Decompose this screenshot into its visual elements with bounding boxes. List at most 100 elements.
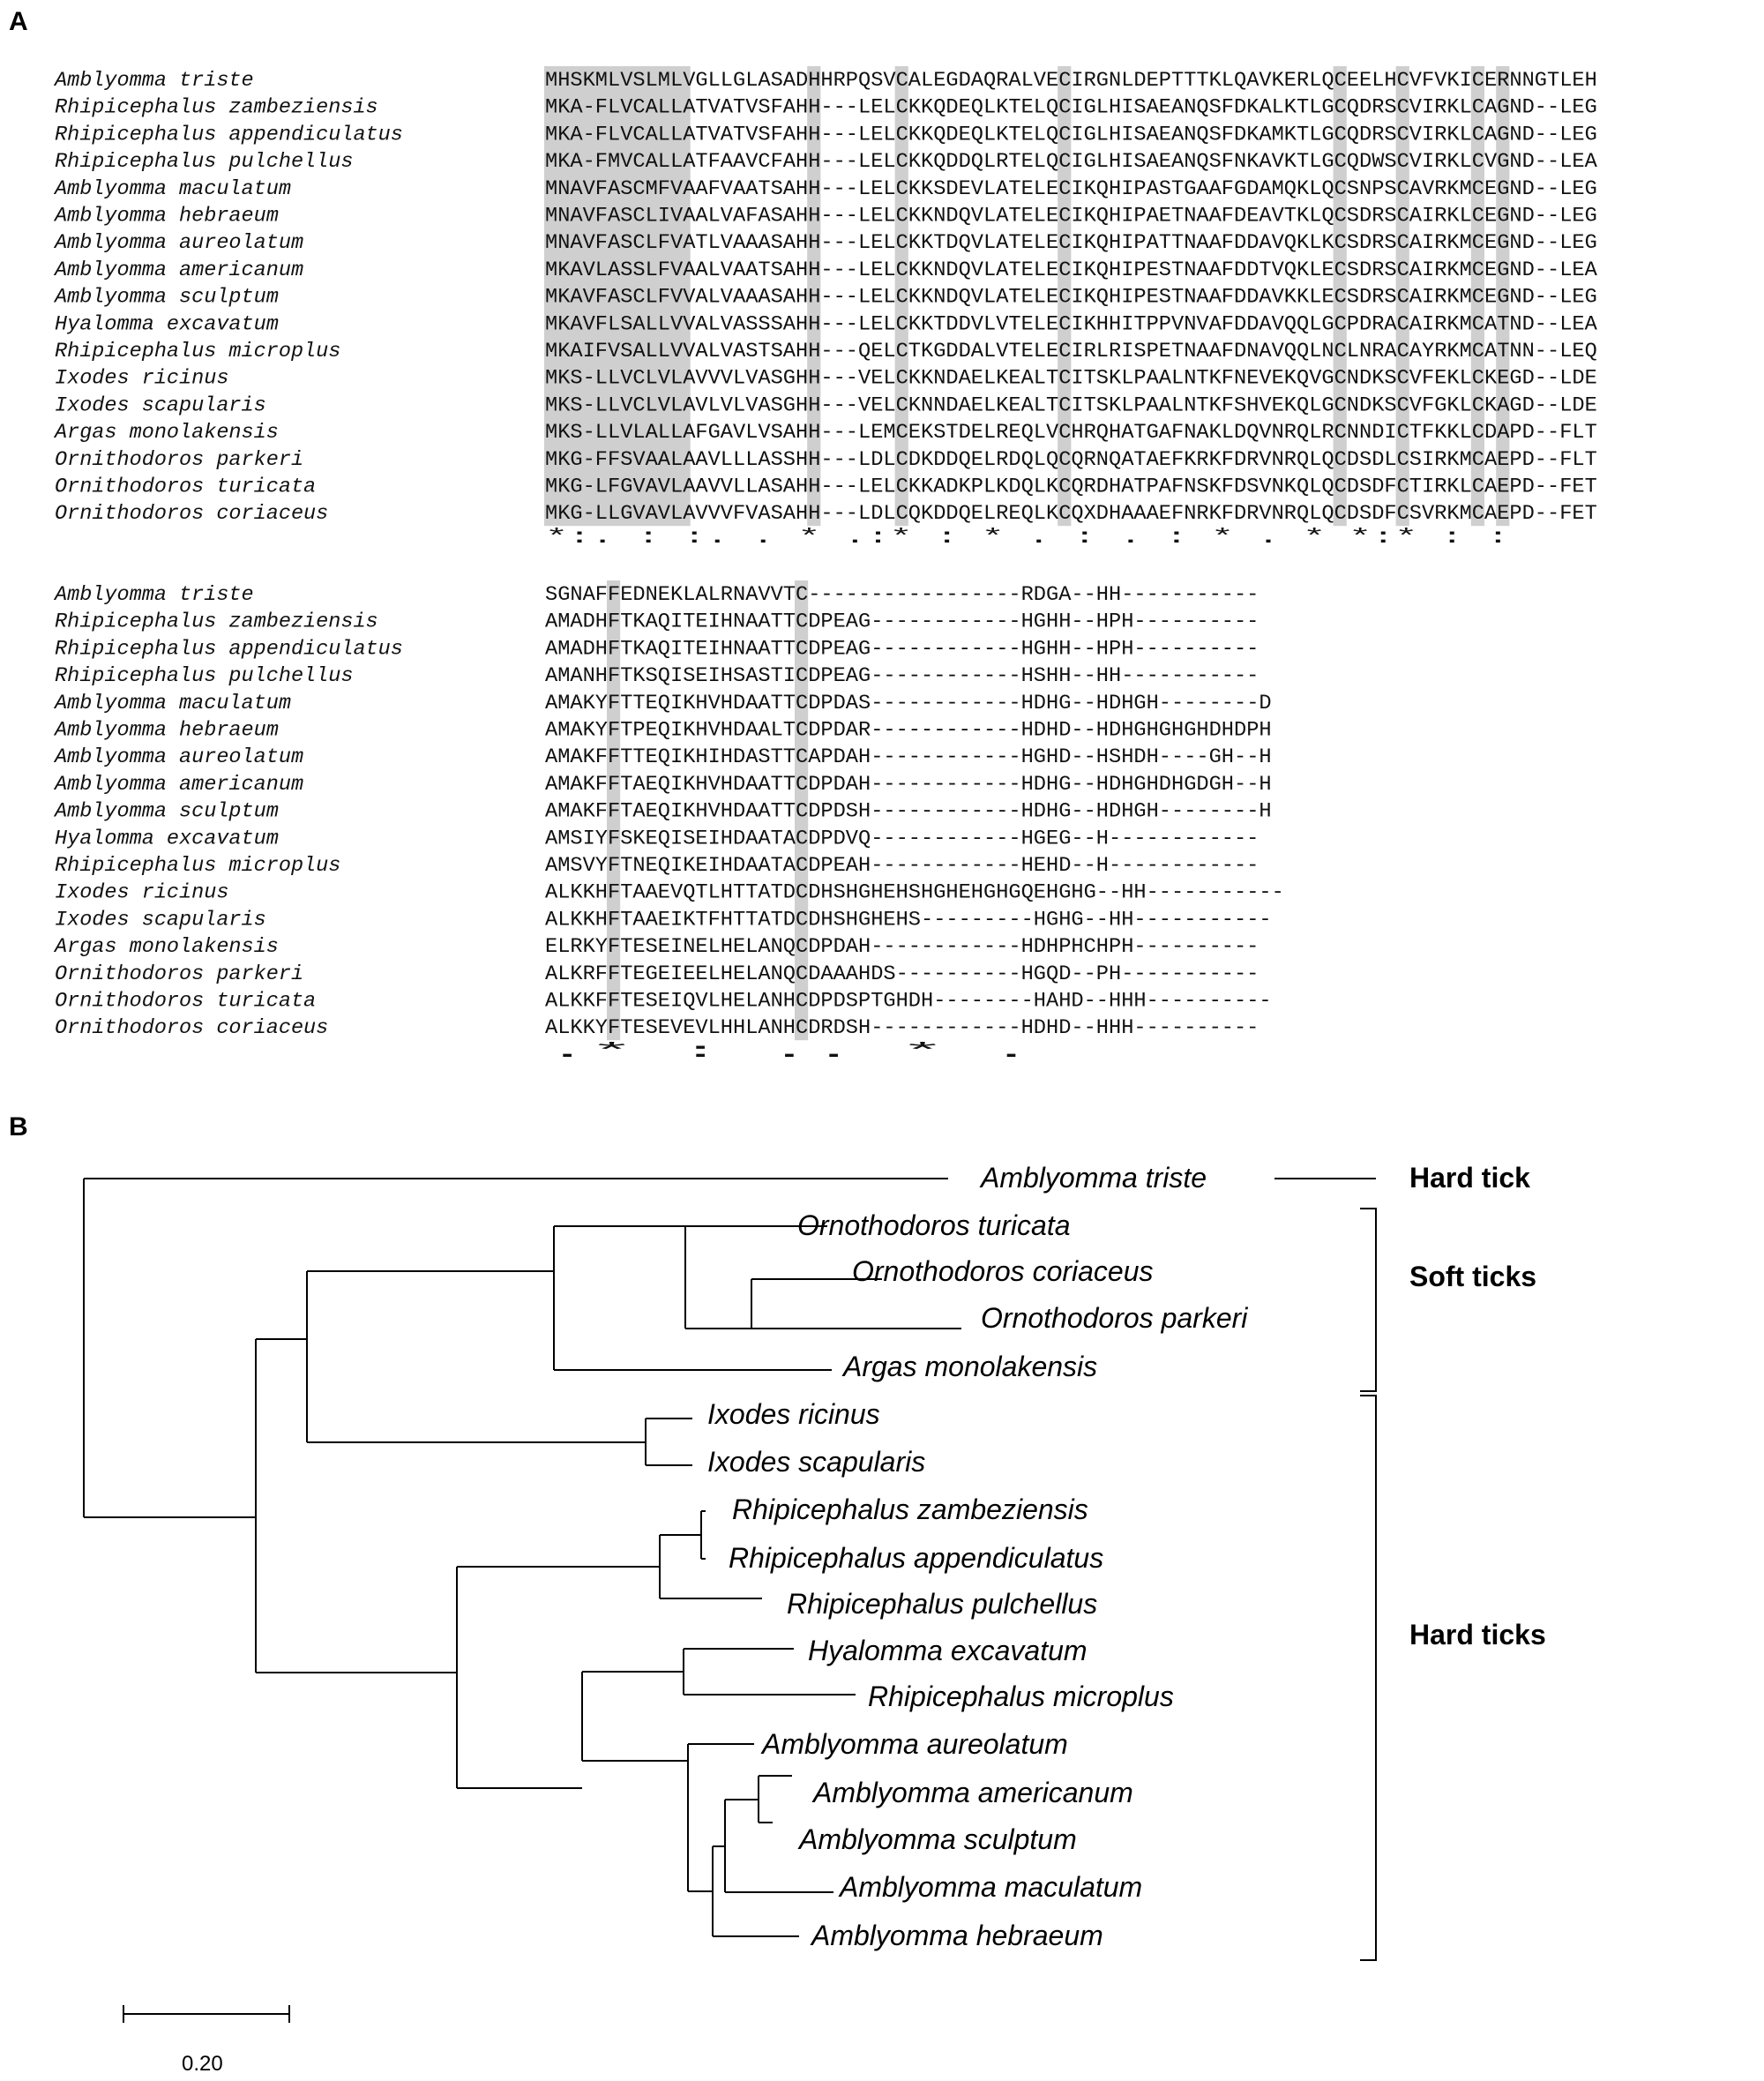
conserved-column-highlight [1496,66,1510,527]
conserved-column-highlight [807,66,821,527]
alignment-sequence: AMADHFTKAQITEIHNAATTCDPEAG------------HG… [545,610,1259,634]
alignment-species-name: Amblyomma aureolatum [53,231,303,255]
taxon-label: Amblyomma triste [979,1162,1207,1194]
alignment-species-name: Amblyomma sculptum [53,800,279,824]
alignment-species-name: Amblyomma americanum [53,258,303,282]
alignment-species-name: Hyalomma excavatum [55,827,279,850]
alignment-sequence: MKAVFASCLFVVALVAAASAHH---LELCKKNDQVLATEL… [545,286,1597,310]
conserved-column-highlight [1058,66,1072,527]
alignment-sequence: MKS-LLVLALLAFGAVLVSAHH---LEMCEKSTDELREQL… [545,421,1597,445]
taxon-label: Argas monolakensis [841,1351,1097,1382]
taxon-label: Ixodes scapularis [707,1446,925,1478]
alignment-sequence: MKA-FLVCALLATVATVSFAHH---LELCKKQDEQLKTEL… [545,123,1597,146]
alignment-sequence: MKAVFLSALLVVALVASSSAHH---LELCKKTDDVLVTEL… [545,312,1598,336]
conserved-column-highlight [894,66,908,527]
alignment-sequence: MNAVFASCMFVAAFVAATSAHH---LELCKKSDEVLATEL… [545,177,1597,201]
alignment-sequence: MNAVFASCLIVAALVAFASAHH---LELCKKNDQVLATEL… [545,205,1597,228]
alignment-species-name: Rhipicephalus appendiculatus [55,123,403,146]
alignment-sequence: AMADHFTKAQITEIHNAATTCDPEAG------------HG… [545,637,1259,661]
alignment-sequence: ALKKFFTESEIQVLHELANHCDPDSPTGHDH--------H… [545,990,1272,1014]
conserved-column-highlight [607,580,621,1041]
alignment-sequence: AMSIYFSKEQISEIHDAATACDPDVQ------------HG… [545,827,1259,850]
alignment-species-name: Ornithodoros parkeri [55,448,303,472]
taxon-label: Amblyomma hebraeum [810,1920,1103,1951]
alignment-sequence: AMANHFTKSQISEIHSASTICDPEAG------------HS… [545,664,1259,688]
alignment-sequence: MKG-LLGVAVLAVVVFVASAHH---LDLCQKDDQELREQL… [545,502,1597,526]
alignment-species-name: Amblyomma triste [53,69,254,93]
group-label-hard-ticks: Hard ticks [1409,1619,1546,1651]
alignment-species-name: Rhipicephalus appendiculatus [55,637,403,661]
conserved-column-highlight [1395,66,1409,527]
alignment-species-name: Ixodes ricinus [55,881,228,905]
alignment-sequence: MKA-FMVCALLATFAAVCFAHH---LELCKKQDDQLRTEL… [545,150,1598,174]
alignment-species-name: Rhipicephalus pulchellus [55,150,353,174]
sequence-alignment: Amblyomma triste MHSKMLVSLMLVGLLGLASADHHR… [53,66,1598,1064]
scale-bar [123,2005,290,2023]
alignment-sequence: AMSVYFTNEQIKEIHDAATACDPEAH------------HE… [545,854,1259,878]
alignment-species-name: Rhipicephalus zambeziensis [55,96,378,120]
alignment-species-name: Amblyomma hebraeum [53,719,279,743]
alignment-species-name: Amblyomma aureolatum [53,745,303,769]
alignment-sequence: MKS-LLVCLVLAVVVLVASGHH---VELCKKNDAELKEAL… [545,367,1597,391]
alignment-species-name: Hyalomma excavatum [55,312,279,336]
group-label-soft-ticks: Soft ticks [1409,1261,1536,1292]
taxon-label: Ornothodoros coriaceus [852,1255,1154,1287]
panel-label-a: A [9,7,28,36]
alignment-species-name: Ixodes scapularis [55,393,266,417]
alignment-species-name: Amblyomma maculatum [53,177,291,201]
conserved-column-highlight [795,580,809,1041]
alignment-species-name: Ornithodoros turicata [55,475,316,499]
taxon-label: Amblyomma aureolatum [760,1728,1068,1760]
phylogenetic-tree [83,1178,961,1937]
alignment-species-name: Argas monolakensis [53,421,279,445]
alignment-consensus: *:. : :. . * .:* : * . : . : * . * *:* :… [545,526,1509,550]
conserved-column-highlight [1470,66,1484,527]
alignment-sequence: AMAKYFTTEQIKHVHDAATTCDPDAS------------HD… [545,692,1272,715]
taxon-label: Rhipicephalus appendiculatus [729,1542,1103,1574]
group-label-hard-tick: Hard tick [1409,1162,1530,1194]
alignment-species-name: Argas monolakensis [53,935,279,959]
alignment-sequence: AMAKFFTAEQIKHVHDAATTCDPDAH------------HD… [545,773,1272,797]
alignment-species-name: Ornithodoros turicata [55,990,316,1014]
alignment-sequence: MKG-LFGVAVLAAVVLLASAHH---LELCKKADKPLKDQL… [545,475,1597,499]
alignment-sequence: ALKKYFTESEVEVLHHLANHCDRDSH------------HD… [545,1016,1259,1040]
alignment-species-name: Rhipicephalus zambeziensis [55,610,378,634]
alignment-species-name: Amblyomma maculatum [53,692,291,715]
alignment-sequence: MKS-LLVCLVLAVLVLVASGHH---VELCKNNDAELKEAL… [545,393,1597,417]
alignment-species-name: Rhipicephalus microplus [55,854,340,878]
alignment-sequence: ALKKHFTAAEVQTLHTTATDCDHSHGHEHSHGHEHGHGQE… [545,881,1284,905]
group-annotations [123,1178,1377,2023]
panel-label-b: B [9,1112,28,1142]
alignment-sequence: MKA-FLVCALLATVATVSFAHH---LELCKKQDEQLKTEL… [545,96,1597,120]
scale-bar-label: 0.20 [182,2052,223,2076]
alignment-species-name: Ixodes scapularis [55,908,266,932]
alignment-sequence: MKAIFVSALLVVALVASTSAHH---QELCTKGDDALVTEL… [545,340,1597,363]
alignment-species-name: Ixodes ricinus [55,367,228,391]
taxon-label: Amblyomma americanum [811,1777,1133,1808]
alignment-sequence: MNAVFASCLFVATLVAAASAHH---LELCKKTDQVLATEL… [545,231,1597,255]
conserved-column-highlight [1333,66,1347,527]
alignment-sequence: AMAKFFTAEQIKHVHDAATTCDPDSH------------HD… [545,800,1272,824]
alignment-species-name: Amblyomma triste [53,583,254,607]
alignment-species-name: Ornithodoros coriaceus [55,1016,328,1040]
taxon-label: Ornothodoros parkeri [981,1302,1248,1334]
alignment-sequence: MHSKMLVSLMLVGLLGLASADHHRPQSVCALEGDAQRALV… [545,69,1597,93]
taxon-label: Rhipicephalus zambeziensis [732,1493,1088,1525]
taxon-label: Amblyomma maculatum [838,1871,1142,1903]
soft-ticks-bracket [1360,1208,1377,1392]
taxon-label: Ixodes ricinus [707,1398,880,1430]
alignment-sequence: SGNAFFEDNEKLALRNAVVTC-----------------RD… [545,583,1259,607]
hard-ticks-bracket [1360,1395,1377,1961]
alignment-species-name: Amblyomma sculptum [53,286,279,310]
alignment-block1-highlights [544,66,1510,527]
alignment-sequence: ELRKYFTESEINELHELANQCDPDAH------------HD… [545,935,1259,959]
alignment-species-name: Amblyomma americanum [53,773,303,797]
alignment-sequence: ALKKHFTAAEIKTFHTTATDCDHSHGHEHS---------H… [545,908,1272,932]
taxon-label: Hyalomma excavatum [808,1635,1088,1666]
alignment-species-name: Ornithodoros coriaceus [55,502,328,526]
taxon-labels: Amblyomma triste Ornothodoros turicata O… [707,1162,1248,1951]
alignment-species-name: Rhipicephalus microplus [55,340,340,363]
alignment-sequence: MKG-FFSVAALAAVLLLASSHH---LDLCDKDDQELRDQL… [545,448,1597,472]
alignment-block-2: Amblyomma triste SGNAFFEDNEKLALRNAVVTC---… [53,583,1284,1064]
